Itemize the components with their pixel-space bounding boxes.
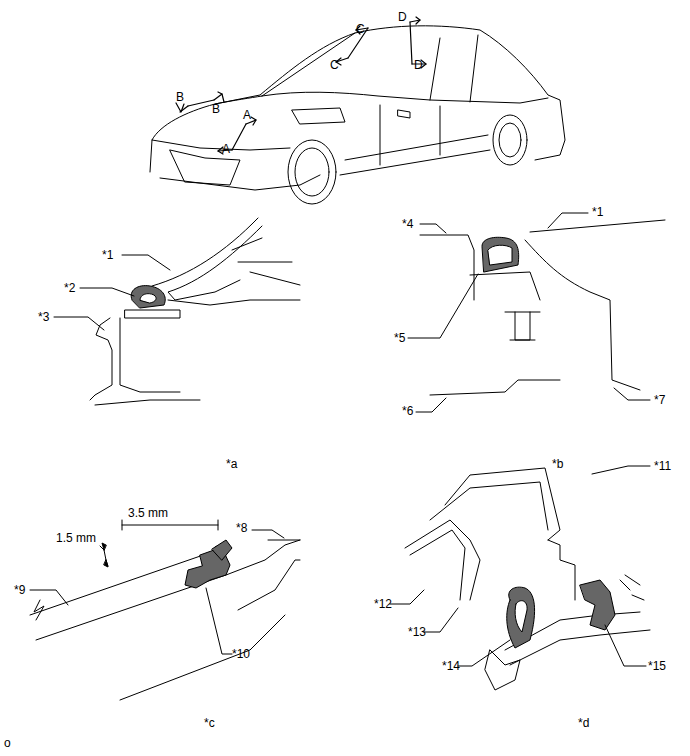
callout-number: *15 — [648, 659, 666, 673]
section-letter: C — [330, 58, 339, 72]
dimension: 1.5 mm — [56, 531, 96, 545]
section-view-d — [390, 466, 650, 690]
callout-number: *4 — [402, 217, 413, 231]
section-letter: A — [222, 142, 230, 156]
callout-number: *14 — [442, 659, 460, 673]
view-label: *c — [204, 716, 215, 730]
section-lines — [176, 17, 426, 154]
callout-number: *6 — [402, 404, 413, 418]
section-letter: D — [398, 10, 407, 24]
view-label: *d — [578, 716, 589, 730]
dimension: 3.5 mm — [128, 506, 168, 520]
figure-id: o — [4, 736, 11, 750]
section-letter: B — [212, 102, 220, 116]
callout-number: *11 — [654, 459, 671, 473]
section-view-a — [54, 218, 300, 405]
callout-number: *1 — [102, 248, 113, 262]
view-label: *b — [552, 457, 563, 471]
callout-number: *1 — [592, 205, 603, 219]
callout-number: *3 — [38, 310, 49, 324]
section-letter: A — [243, 108, 251, 122]
section-letter: C — [356, 22, 365, 36]
callout-number: *2 — [64, 281, 75, 295]
car-illustration — [150, 26, 565, 204]
callout-number: *5 — [394, 331, 405, 345]
callout-number: *9 — [14, 583, 25, 597]
view-label: *a — [226, 457, 237, 471]
callout-number: *13 — [408, 625, 426, 639]
section-view-c — [30, 520, 300, 700]
callout-number: *12 — [374, 597, 392, 611]
section-letter: B — [176, 90, 184, 104]
callout-number: *10 — [232, 647, 250, 661]
section-view-b — [408, 213, 665, 412]
section-letter: D — [414, 58, 423, 72]
callout-number: *7 — [654, 393, 665, 407]
callout-number: *8 — [236, 521, 247, 535]
